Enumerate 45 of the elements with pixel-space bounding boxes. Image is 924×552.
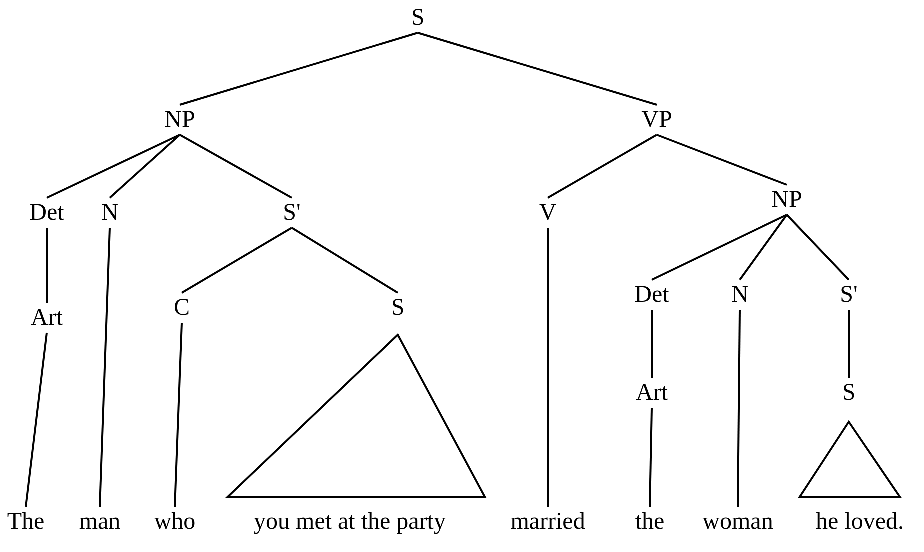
tree-label: N: [731, 280, 749, 310]
tree-label: NP: [164, 105, 196, 135]
tree-label: V: [539, 198, 557, 228]
tree-branch: [848, 310, 850, 378]
tree-branch: [547, 228, 549, 507]
tree-branch: [46, 134, 180, 199]
word: you met at the party: [254, 507, 446, 537]
tree-branch: [548, 134, 658, 199]
tree-branch: [291, 227, 399, 294]
tree-branch: [25, 332, 48, 508]
word: the: [635, 507, 665, 537]
tree-label: S': [840, 280, 858, 310]
tree-branch: [180, 32, 418, 106]
word: man: [79, 507, 121, 537]
tree-branch: [649, 408, 653, 508]
tree-label: VP: [642, 105, 672, 135]
tree-label: S: [842, 378, 856, 408]
tree-label: S: [411, 3, 425, 33]
tree-label: Det: [30, 198, 64, 228]
tree-label: Art: [636, 378, 668, 408]
tree-branch: [99, 228, 111, 508]
tree-branch: [786, 214, 850, 281]
tree-label: Det: [634, 280, 670, 310]
tree-branch: [180, 134, 292, 199]
word: he loved.: [816, 507, 904, 537]
tree-label: NP: [772, 185, 802, 215]
tree-branch: [46, 228, 48, 303]
tree-label: S: [391, 293, 405, 323]
tree-branch: [739, 214, 788, 281]
word: married: [510, 507, 586, 537]
tree-label: N: [101, 198, 119, 228]
tree-branch: [174, 322, 183, 508]
tree-branch: [656, 134, 788, 186]
tree-label: C: [174, 293, 190, 323]
tree-branch: [652, 214, 788, 281]
word: woman: [702, 507, 774, 537]
tree-label: Art: [31, 303, 63, 333]
tree-branch: [109, 134, 181, 199]
tree-branch: [182, 227, 292, 294]
word: The: [7, 507, 45, 537]
word: who: [154, 507, 196, 537]
tree-branch: [737, 310, 741, 507]
tree-label: S': [283, 198, 301, 228]
tree-branch: [651, 310, 653, 378]
tree-branch: [418, 32, 658, 106]
